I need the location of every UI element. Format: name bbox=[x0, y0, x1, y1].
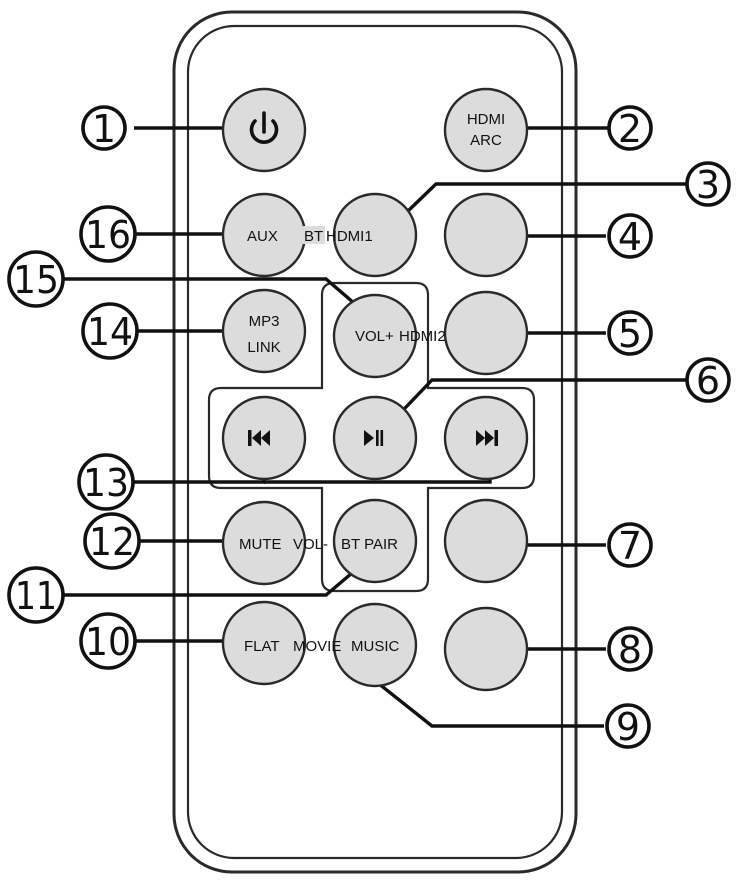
callout-13-marker bbox=[77, 453, 135, 511]
callout-5-marker bbox=[607, 310, 653, 356]
callout-15: 15 bbox=[13, 258, 59, 302]
power-icon bbox=[249, 111, 279, 144]
callout-10-marker bbox=[79, 612, 137, 670]
skip-forward-icon bbox=[476, 430, 498, 446]
mp3-link-button[interactable] bbox=[221, 288, 307, 374]
mute-label: MUTE bbox=[239, 536, 282, 553]
callout-7: 7 bbox=[618, 524, 642, 568]
callout-14-marker bbox=[81, 302, 139, 360]
callout-4-marker bbox=[607, 213, 653, 259]
callout-3-marker bbox=[685, 161, 731, 207]
callout-12: 12 bbox=[89, 520, 135, 564]
callout-10: 10 bbox=[85, 620, 131, 664]
flat-label: FLAT bbox=[244, 638, 280, 655]
callout-13: 13 bbox=[83, 461, 129, 505]
volume-down-button[interactable] bbox=[332, 498, 418, 584]
callout-12-marker bbox=[83, 512, 141, 570]
callout-1-marker bbox=[81, 105, 127, 151]
flat-label-bg bbox=[242, 636, 289, 654]
callout-1: 1 bbox=[92, 107, 116, 151]
callout-16: 16 bbox=[85, 213, 131, 257]
aux-label: AUX bbox=[247, 228, 278, 245]
volume-up-button[interactable] bbox=[332, 293, 418, 379]
callout-14: 14 bbox=[87, 310, 133, 354]
callout-6-marker bbox=[685, 357, 731, 403]
bt-label: BT bbox=[304, 228, 323, 245]
callout-2: 2 bbox=[618, 107, 642, 151]
callout-9: 9 bbox=[616, 705, 640, 749]
hdmi-arc-button[interactable] bbox=[443, 87, 529, 173]
mp3-link-label-line2: LINK bbox=[247, 339, 280, 356]
movie-label: MOVIE bbox=[293, 638, 341, 655]
callout-8: 8 bbox=[618, 628, 642, 672]
aux-label-bg bbox=[246, 226, 276, 244]
volume-down-label: VOL- bbox=[293, 536, 328, 553]
callout-5: 5 bbox=[618, 312, 642, 356]
movie-button[interactable] bbox=[332, 602, 418, 688]
callout-7-marker bbox=[607, 522, 653, 568]
callout-4: 4 bbox=[618, 215, 642, 259]
bt-button[interactable] bbox=[332, 192, 418, 278]
hdmi2-label: HDMI2 bbox=[399, 328, 446, 345]
hdmi1-button[interactable] bbox=[443, 192, 529, 278]
hdmi-arc-label-line2: ARC bbox=[470, 132, 502, 149]
bt-pair-label: BT PAIR bbox=[341, 536, 398, 553]
callout-6: 6 bbox=[696, 359, 720, 403]
callout-16-marker bbox=[79, 205, 137, 263]
callout-2-marker bbox=[607, 105, 653, 151]
play-pause-icon bbox=[364, 430, 384, 446]
music-label: MUSIC bbox=[351, 638, 400, 655]
bt-pair-button[interactable] bbox=[443, 498, 529, 584]
mute-label-bg bbox=[237, 533, 289, 551]
skip-back-icon bbox=[248, 430, 270, 446]
hdmi-arc-label-line1: HDMI bbox=[467, 111, 505, 128]
play-pause-button[interactable] bbox=[332, 395, 418, 481]
callout-11-marker bbox=[7, 566, 65, 624]
callout-15-marker bbox=[7, 250, 65, 308]
hdmi1-label: HDMI1 bbox=[326, 228, 373, 245]
callout-3: 3 bbox=[696, 163, 720, 207]
music-button[interactable] bbox=[443, 606, 529, 692]
callout-9-marker bbox=[605, 703, 651, 749]
volume-up-label: VOL+ bbox=[355, 328, 394, 345]
leader-9 bbox=[362, 670, 604, 728]
bt-label-bg bbox=[303, 226, 325, 244]
callout-11: 11 bbox=[15, 574, 57, 618]
mp3-link-label-line1: MP3 bbox=[249, 313, 280, 330]
callout-8-marker bbox=[607, 626, 653, 672]
hdmi2-button[interactable] bbox=[443, 290, 529, 376]
